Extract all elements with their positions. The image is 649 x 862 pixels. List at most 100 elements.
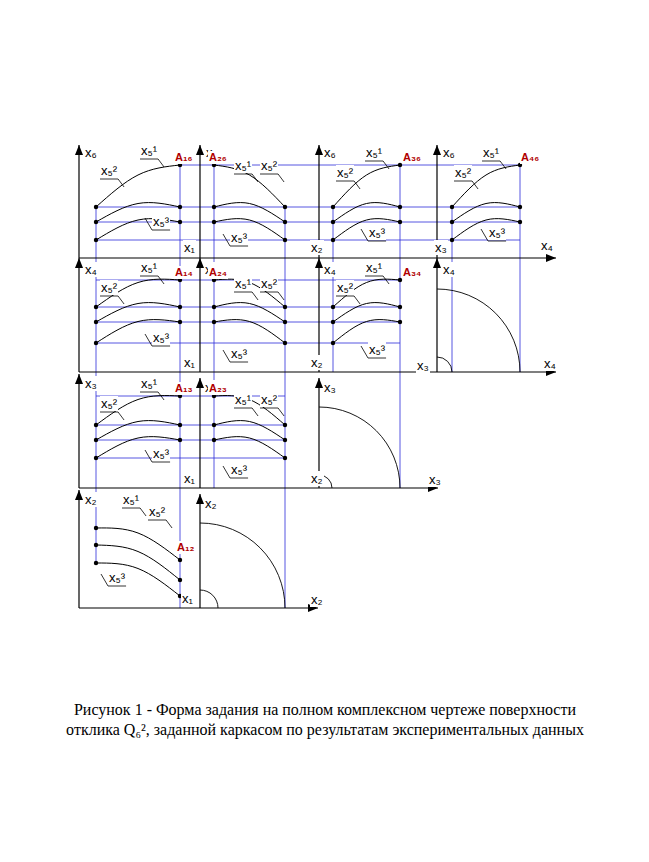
response-curve xyxy=(452,165,520,207)
axis-label: x₅¹ xyxy=(234,276,252,291)
axis-label: x₃ xyxy=(416,358,430,373)
point-name: A₁₆ xyxy=(174,151,194,164)
axis-label: x₅² xyxy=(100,280,118,295)
axis-label: x₅³ xyxy=(230,346,248,361)
axis-label: x₂ xyxy=(310,355,324,370)
axis-label: x₂ xyxy=(84,492,98,507)
frame-point xyxy=(212,220,216,224)
frame-point xyxy=(331,205,335,209)
axis-line xyxy=(199,145,200,258)
leader-line xyxy=(260,408,284,416)
construction-line xyxy=(96,396,285,397)
frame-point xyxy=(331,238,335,242)
leader-line xyxy=(482,161,506,169)
frame-point xyxy=(331,220,335,224)
axis-line xyxy=(436,258,437,372)
axis-label: x₅² xyxy=(260,158,278,173)
axis-line xyxy=(79,371,556,372)
axis-line xyxy=(78,374,79,488)
leader-line xyxy=(260,174,284,182)
frame-point xyxy=(94,205,98,209)
leader-line xyxy=(234,408,258,416)
response-curve xyxy=(214,203,285,222)
frame-point xyxy=(212,320,216,324)
frame-point xyxy=(178,438,182,442)
axis-label: x₂ xyxy=(310,471,324,486)
response-curve xyxy=(96,396,180,425)
construction-line xyxy=(96,207,520,208)
leader-line xyxy=(148,520,172,528)
frame-point xyxy=(283,341,287,345)
axis-line xyxy=(199,258,200,372)
axis-label: x₃ xyxy=(428,472,442,487)
leader-line xyxy=(140,159,164,167)
frame-point xyxy=(94,543,98,547)
construction-line xyxy=(96,240,520,241)
frame-point xyxy=(283,238,287,242)
frame-point xyxy=(450,220,454,224)
axis-label: x₅² xyxy=(100,396,118,411)
response-curve xyxy=(214,320,285,343)
construction-line xyxy=(96,343,400,344)
construction-line xyxy=(96,307,400,308)
axis-label: x₂ xyxy=(310,240,324,255)
axis-label: x₅³ xyxy=(368,342,386,357)
leader-line xyxy=(365,161,389,169)
frame-point xyxy=(283,423,287,427)
response-curve xyxy=(214,421,285,440)
transfer-arc xyxy=(437,357,452,372)
point-name: A₂₃ xyxy=(208,382,228,395)
leader-line xyxy=(100,179,124,187)
frame-point xyxy=(283,438,287,442)
response-curve xyxy=(333,219,400,240)
axis-label: x₆ xyxy=(323,145,337,160)
axis-label: x₅¹ xyxy=(365,145,383,160)
response-curve xyxy=(452,203,520,222)
axis-label: x₅³ xyxy=(108,570,126,585)
frame-point xyxy=(283,220,287,224)
leader-line xyxy=(140,392,164,400)
frame-point xyxy=(94,423,98,427)
axis-label: x₄ xyxy=(543,356,557,371)
response-curve xyxy=(96,279,180,307)
axis-label: x₅³ xyxy=(152,214,170,229)
axis-label: x₄ xyxy=(540,238,554,253)
axis-label: x₁ xyxy=(183,471,196,486)
response-curve xyxy=(452,219,520,240)
point-name: A₄₆ xyxy=(520,151,540,164)
transfer-arc xyxy=(200,523,285,608)
frame-point xyxy=(212,438,216,442)
point-name: A₁₄ xyxy=(174,266,194,279)
axis-label: x₅¹ xyxy=(140,260,158,275)
frame-point xyxy=(94,456,98,460)
frame-point xyxy=(283,205,287,209)
frame-point xyxy=(450,238,454,242)
frame-point xyxy=(283,456,287,460)
axis-label: x₂ xyxy=(310,592,324,607)
axis-label: x₄ xyxy=(442,262,456,277)
axis-line xyxy=(79,487,438,488)
point-name: A₃₄ xyxy=(402,266,422,279)
response-curve xyxy=(96,303,180,322)
frame-point xyxy=(94,238,98,242)
leader-line xyxy=(336,181,360,189)
frame-point xyxy=(331,341,335,345)
leader-line xyxy=(140,276,164,284)
axis-label: x₅¹ xyxy=(234,158,252,173)
frame-point xyxy=(94,305,98,309)
point-name: A₂₆ xyxy=(208,151,228,164)
frame-point xyxy=(94,220,98,224)
frame-point xyxy=(212,205,216,209)
axis-label: x₅² xyxy=(148,504,166,519)
construction-line xyxy=(285,207,286,608)
leader-line xyxy=(454,181,478,189)
frame-point xyxy=(178,305,182,309)
frame-point xyxy=(178,320,182,324)
frame-point xyxy=(178,220,182,224)
frame-point xyxy=(94,320,98,324)
frame-point xyxy=(398,220,402,224)
construction-line xyxy=(96,322,400,323)
response-curve xyxy=(96,528,180,560)
point-name: A₁₃ xyxy=(174,382,194,395)
frame-point xyxy=(178,558,182,562)
